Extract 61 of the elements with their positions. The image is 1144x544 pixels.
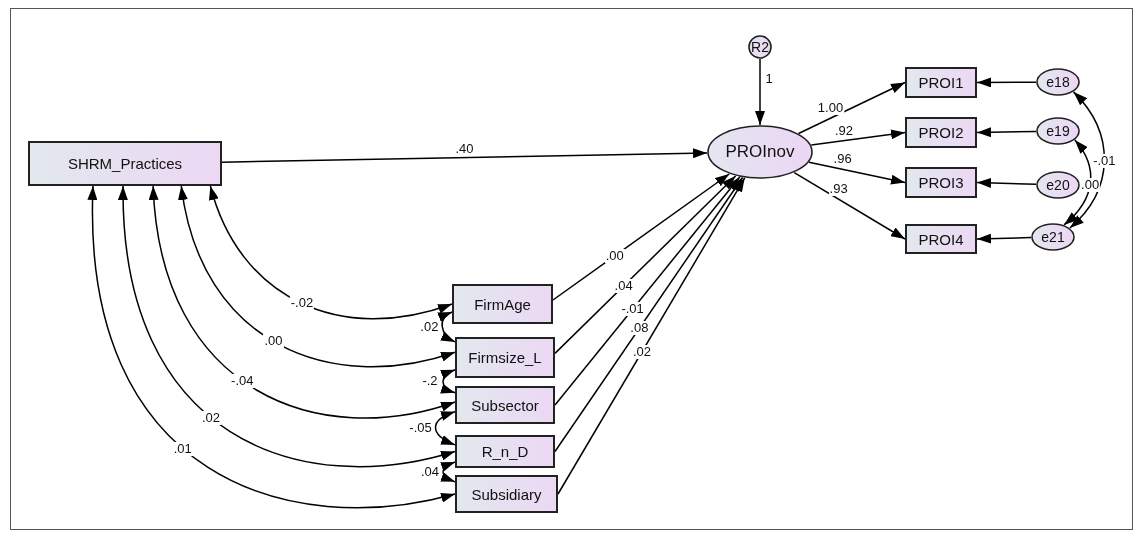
edge-label: -.02: [289, 296, 315, 311]
edge-label: .02: [200, 410, 221, 425]
double-headed-arrow: [437, 311, 456, 343]
double-headed-arrow: [118, 185, 456, 467]
arrow: [976, 77, 1037, 88]
observed-variable-box: SHRM_Practices: [28, 141, 222, 186]
double-headed-arrow: [149, 185, 456, 419]
edge-label: .01: [172, 441, 193, 456]
observed-variable-box: PROI3: [905, 167, 977, 198]
observed-variable-box: PROI4: [905, 224, 977, 254]
edge-label: 1.00: [816, 101, 845, 116]
edge-label: 1: [764, 71, 774, 86]
observed-variable-box: FirmAge: [452, 284, 553, 324]
latent-variable-ellipse: PROInov: [707, 125, 813, 179]
error-term-circle: e19: [1036, 117, 1080, 145]
arrow: [808, 161, 906, 185]
edge-label: .40: [454, 141, 475, 156]
arrow: [554, 175, 737, 355]
observed-variable-box: Subsector: [455, 386, 555, 424]
double-headed-arrow: [209, 185, 453, 320]
observed-variable-box: PROI1: [905, 67, 977, 98]
arrow: [755, 58, 765, 126]
error-term-circle: e21: [1031, 223, 1075, 251]
edge-label: .92: [834, 123, 855, 138]
arrow: [554, 176, 741, 406]
double-headed-arrow: [1063, 139, 1092, 226]
arrow: [793, 171, 906, 240]
arrow: [976, 233, 1032, 244]
double-headed-arrow: [434, 411, 456, 446]
arrow: [221, 148, 708, 163]
error-term-circle: R2: [748, 35, 772, 59]
arrow: [797, 81, 906, 135]
double-headed-arrow: [1069, 91, 1106, 229]
edge-label: -.01: [620, 302, 645, 317]
edge-label: .04: [613, 278, 634, 293]
edge-label: -.04: [230, 373, 255, 388]
edge-label: .00: [1080, 177, 1101, 192]
observed-variable-box: Firmsize_L: [455, 337, 555, 378]
edge-label: -.05: [408, 421, 433, 435]
arrow: [810, 129, 906, 146]
arrow: [976, 177, 1037, 188]
observed-variable-box: R_n_D: [455, 435, 555, 468]
arrow: [552, 173, 730, 301]
arrow: [976, 127, 1037, 138]
edge-label: .02: [632, 344, 653, 359]
edge-label: .00: [604, 248, 625, 263]
observed-variable-box: PROI2: [905, 117, 977, 148]
double-headed-arrow: [440, 461, 456, 483]
double-headed-arrow: [88, 185, 456, 509]
double-headed-arrow: [440, 369, 456, 394]
error-term-circle: e20: [1036, 171, 1080, 199]
observed-variable-box: Subsidiary: [455, 475, 558, 513]
edge-label: -.01: [1092, 153, 1117, 168]
arrow: [557, 177, 746, 495]
edge-label: .04: [419, 464, 441, 479]
arrow: [554, 176, 744, 453]
edge-label: .00: [263, 334, 284, 349]
double-headed-arrow: [178, 185, 456, 368]
error-term-circle: e18: [1036, 68, 1080, 96]
edge-label: .08: [629, 321, 650, 336]
edge-label: .93: [828, 182, 849, 197]
